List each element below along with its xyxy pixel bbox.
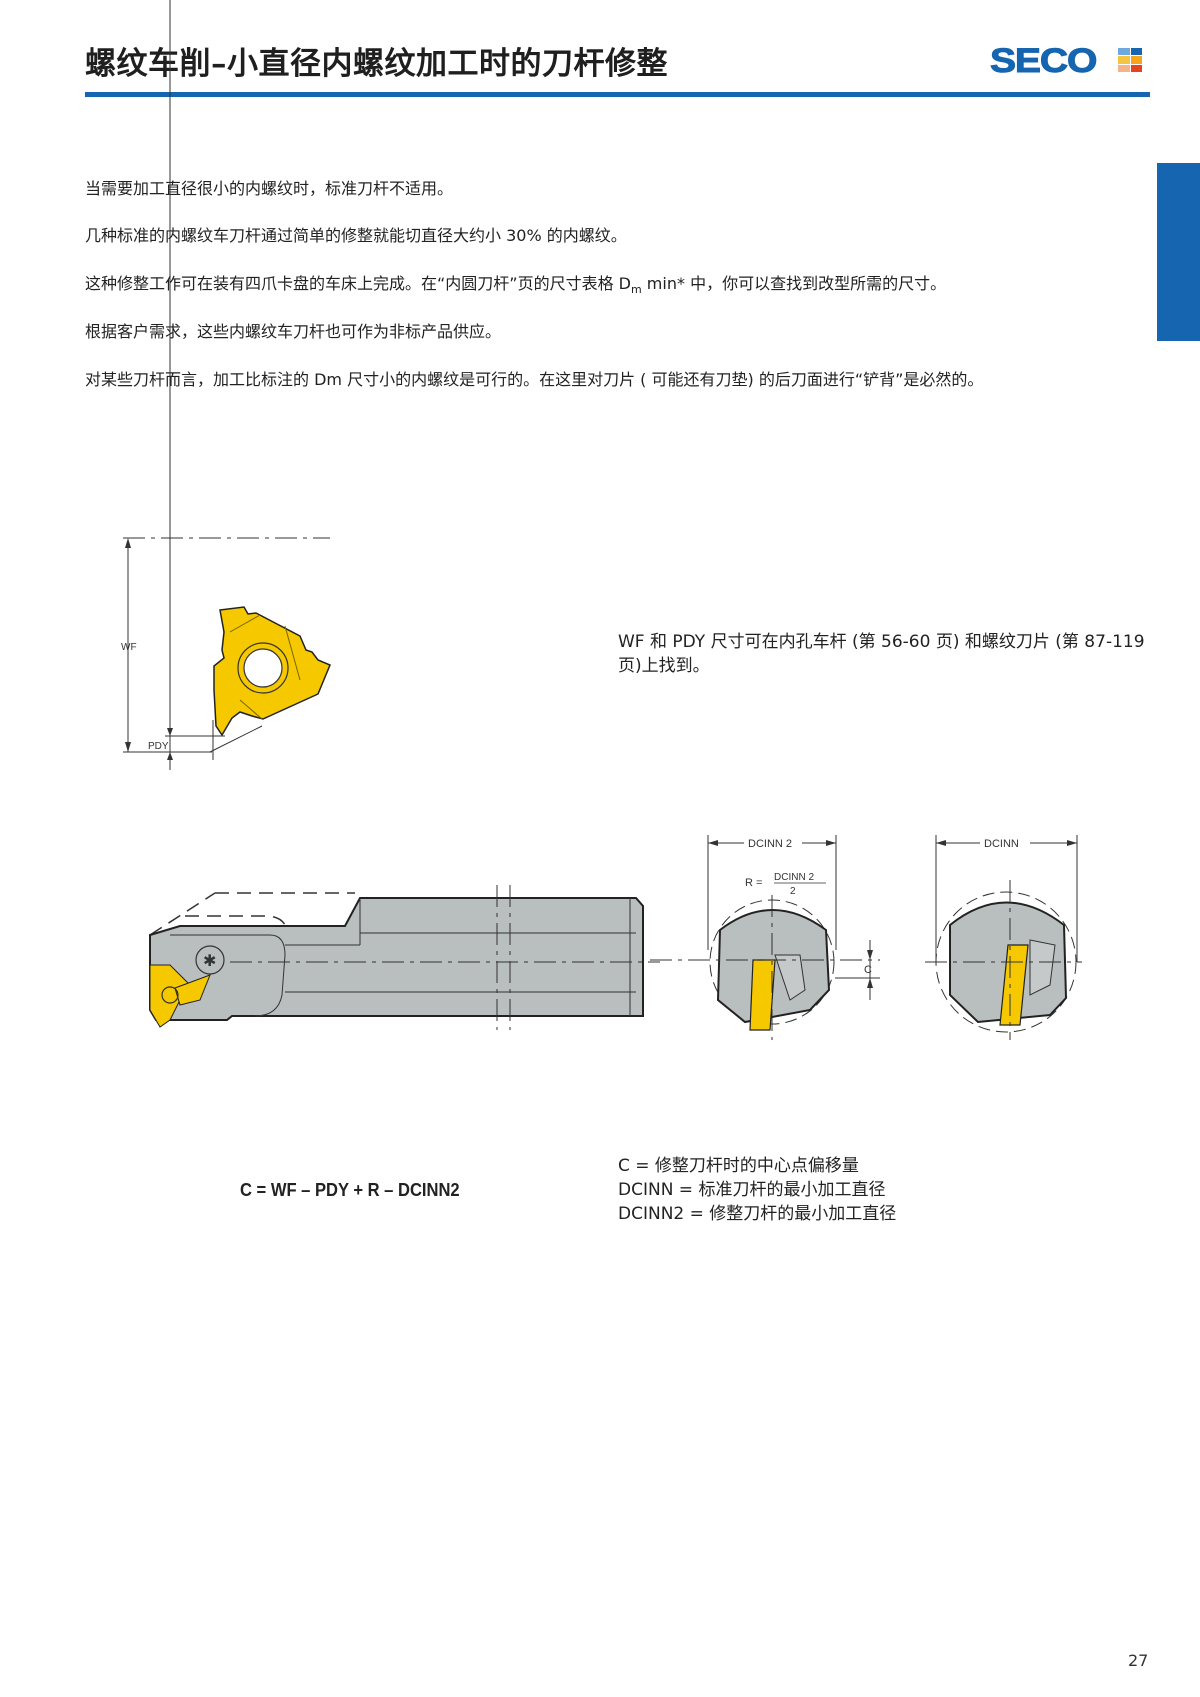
formula-legend: C = 修整刀杆时的中心点偏移量 DCINN = 标准刀杆的最小加工直径 DCI… bbox=[618, 1154, 896, 1226]
note-line-1: WF 和 PDY 尺寸可在内孔车杆 (第 56-60 页) 和螺纹刀片 (第 8… bbox=[618, 632, 1145, 652]
paragraph-3-subscript: m bbox=[631, 283, 642, 296]
paragraph-2: 几种标准的内螺纹车刀杆通过简单的修整就能切直径大约小 30% 的内螺纹。 bbox=[85, 226, 627, 245]
legend-item-dcinn: DCINN = 标准刀杆的最小加工直径 bbox=[618, 1180, 886, 1200]
svg-text:2: 2 bbox=[790, 886, 796, 897]
seco-logo: SECO bbox=[989, 41, 1142, 80]
svg-text:DCINN 2: DCINN 2 bbox=[748, 838, 792, 850]
paragraph-1: 当需要加工直径很小的内螺纹时，标准刀杆不适用。 bbox=[85, 179, 454, 198]
note-line-2: 页)上找到。 bbox=[618, 656, 710, 676]
page-title: 螺纹车削–小直径内螺纹加工时的刀杆修整 bbox=[85, 46, 668, 82]
toolholder-side-view: ✱ bbox=[149, 885, 660, 1030]
dimension-reference-note: WF 和 PDY 尺寸可在内孔车杆 (第 56-60 页) 和螺纹刀片 (第 8… bbox=[618, 630, 1158, 678]
header-rule bbox=[85, 92, 1150, 97]
svg-text:DCINN 2: DCINN 2 bbox=[774, 872, 814, 883]
svg-text:C: C bbox=[864, 964, 872, 976]
svg-text:✱: ✱ bbox=[203, 953, 216, 970]
modified-toolholder-end-view: DCINN 2 R = DCINN 2 2 C bbox=[650, 835, 880, 1040]
paragraph-3: 这种修整工作可在装有四爪卡盘的车床上完成。在“内圆刀杆”页的尺寸表格 Dm mi… bbox=[85, 270, 946, 296]
svg-text:DCINN: DCINN bbox=[984, 838, 1019, 850]
paragraph-4: 根据客户需求，这些内螺纹车刀杆也可作为非标产品供应。 bbox=[85, 322, 502, 341]
svg-text:PDY: PDY bbox=[148, 741, 169, 752]
logo-text: SECO bbox=[989, 41, 1098, 80]
section-tab-marker bbox=[1157, 163, 1200, 341]
paragraph-3-part-1: 这种修整工作可在装有四爪卡盘的车床上完成。在“内圆刀杆”页的尺寸表格 D bbox=[85, 274, 631, 293]
paragraph-5: 对某些刀杆而言，加工比标注的 Dm 尺寸小的内螺纹是可行的。在这里对刀片 ( 可… bbox=[85, 370, 984, 389]
logo-color-mark-icon bbox=[1118, 48, 1142, 72]
paragraph-3-part-2: min* 中，你可以查找到改型所需的尺寸。 bbox=[641, 274, 947, 293]
legend-item-c: C = 修整刀杆时的中心点偏移量 bbox=[618, 1156, 859, 1176]
insert-diagram: WF PDY bbox=[121, 0, 331, 770]
offset-formula: C = WF – PDY + R – DCINN2 bbox=[240, 1180, 460, 1200]
standard-toolholder-end-view: DCINN bbox=[925, 835, 1082, 1040]
page-number: 27 bbox=[1128, 1651, 1149, 1670]
svg-text:R =: R = bbox=[745, 877, 762, 889]
svg-text:WF: WF bbox=[121, 642, 137, 653]
legend-item-dcinn2: DCINN2 = 修整刀杆的最小加工直径 bbox=[618, 1204, 897, 1224]
